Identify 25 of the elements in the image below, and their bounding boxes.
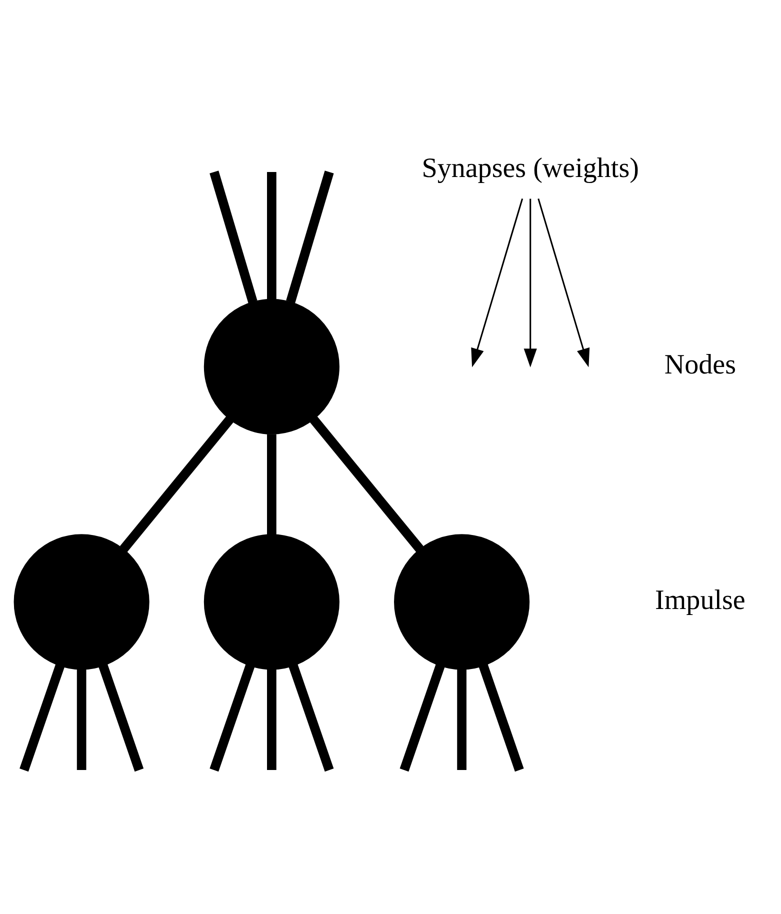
connector: [286, 170, 334, 304]
arrow: [524, 198, 537, 368]
connector: [76, 669, 86, 770]
connector: [400, 664, 445, 772]
node-text: Synapses (weights): [422, 153, 639, 184]
connector: [267, 434, 276, 535]
node-circle: [14, 534, 150, 670]
node-circle: [394, 534, 530, 670]
connector: [20, 664, 65, 772]
connector: [210, 170, 258, 304]
connector: [267, 669, 276, 770]
connector: [288, 664, 334, 772]
arrow: [538, 198, 590, 368]
label: Impulse: [655, 584, 746, 616]
connector: [120, 416, 234, 552]
connector: [267, 172, 276, 300]
label: Nodes: [664, 349, 736, 380]
connector: [478, 664, 524, 772]
connector: [310, 416, 424, 552]
connector: [210, 664, 255, 772]
connector: [98, 664, 144, 772]
connector: [457, 669, 466, 770]
node-circle: [204, 534, 340, 670]
arrow: [471, 198, 524, 368]
node-circle: [204, 298, 340, 434]
